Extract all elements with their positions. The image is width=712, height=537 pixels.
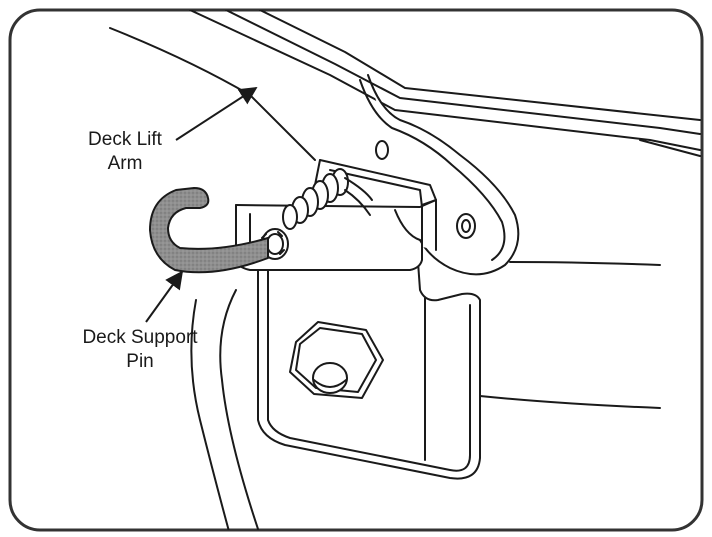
deck-support-pin-label-line2: Pin [126,351,154,372]
deck-plate [109,10,701,161]
lift-arm-bracket [359,74,520,276]
deck-lift-arm-label: Deck Lift Arm [70,128,180,176]
deck-lift-arm-label-line2: Arm [107,153,143,174]
deck-support-pin [149,187,269,274]
deck-support-pin-leader [145,270,184,323]
deck-support-pin-label-line1: Deck Support [82,327,198,348]
hex-bolt [289,321,384,399]
bracket-hole-bottom [456,213,476,239]
deck-lift-arm-leader [175,87,258,141]
bracket-hole-top [375,140,389,160]
deck-support-pin-label: Deck Support Pin [52,326,228,374]
spring-coils [282,168,373,230]
deck-lift-arm-label-line1: Deck Lift [88,129,162,150]
